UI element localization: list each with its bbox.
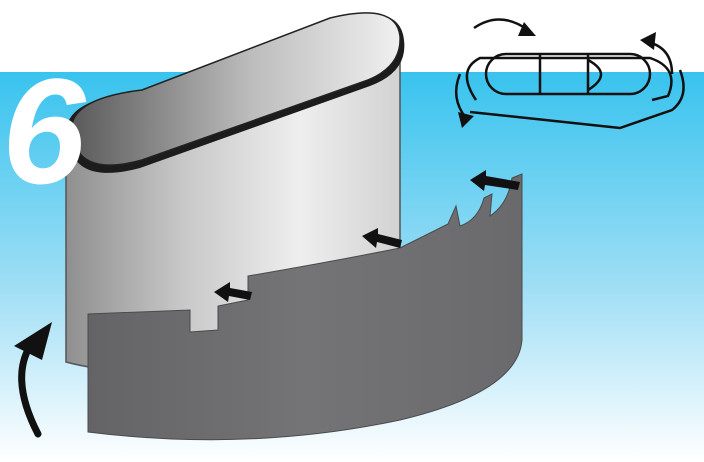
rotate-arrowheads xyxy=(458,22,656,128)
insert-arrow xyxy=(362,228,402,248)
oval-top-view xyxy=(484,52,652,96)
insert-arrow xyxy=(214,282,252,302)
insert-arrows xyxy=(214,170,520,302)
door-curve xyxy=(587,58,603,92)
curved-lift-arrow xyxy=(14,322,52,438)
curved-side-panel xyxy=(87,173,523,441)
insert-arrow xyxy=(470,170,520,191)
rotate-arrow-left xyxy=(473,18,529,32)
step-number: 6 xyxy=(2,47,85,215)
outer-outline xyxy=(465,56,673,102)
drum-lid xyxy=(66,12,405,173)
outer-outline-bottom xyxy=(469,69,685,130)
